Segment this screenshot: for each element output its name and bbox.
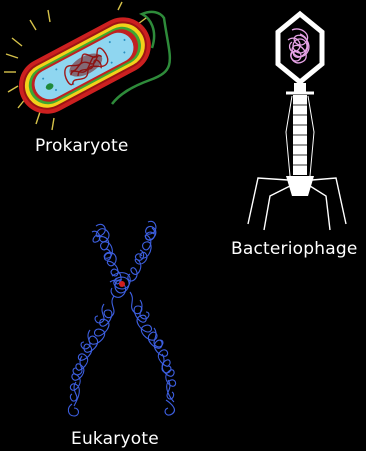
label-eukaryote: Eukaryote bbox=[71, 429, 159, 449]
prokaryote-cell-icon bbox=[4, 2, 170, 130]
eukaryote-chromosome-icon bbox=[68, 221, 175, 416]
chromatid-upper-left bbox=[96, 224, 121, 284]
chromatid-lower-left bbox=[70, 296, 114, 406]
bacteriophage-icon bbox=[248, 14, 346, 230]
label-bacteriophage: Bacteriophage bbox=[231, 239, 358, 259]
label-prokaryote: Prokaryote bbox=[35, 136, 129, 156]
phage-baseplate bbox=[286, 176, 314, 196]
centromere bbox=[119, 281, 125, 287]
chromatid-lower-right bbox=[130, 292, 176, 402]
